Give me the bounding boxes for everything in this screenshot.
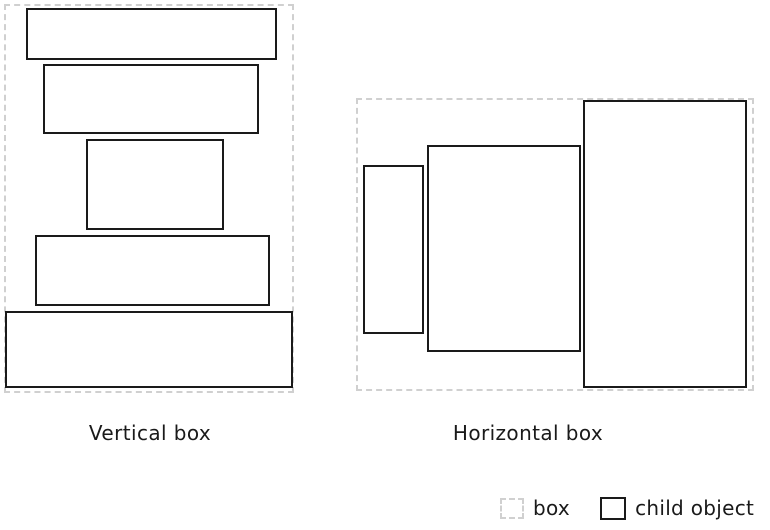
legend-label-child-object: child object bbox=[635, 496, 755, 520]
legend-entry-box: box bbox=[500, 496, 570, 520]
vertical-box-container bbox=[4, 4, 294, 393]
vertical-child-object-3 bbox=[86, 139, 224, 230]
vertical-child-object-4 bbox=[35, 235, 270, 306]
legend: box child object bbox=[500, 492, 754, 524]
vertical-child-object-2 bbox=[43, 64, 259, 134]
dashed-rectangle-icon bbox=[500, 497, 524, 519]
horizontal-child-object-1 bbox=[363, 165, 424, 334]
solid-rectangle-icon bbox=[600, 496, 627, 520]
horizontal-child-object-3 bbox=[583, 100, 747, 388]
legend-entry-child-object: child object bbox=[600, 496, 754, 520]
legend-label-box: box bbox=[533, 496, 571, 520]
horizontal-box-caption: Horizontal box bbox=[452, 421, 604, 445]
horizontal-box-container bbox=[356, 98, 754, 391]
vertical-box-caption: Vertical box bbox=[88, 421, 212, 445]
vertical-child-object-1 bbox=[26, 8, 277, 60]
vertical-child-object-5 bbox=[5, 311, 293, 388]
horizontal-child-object-2 bbox=[427, 145, 581, 352]
